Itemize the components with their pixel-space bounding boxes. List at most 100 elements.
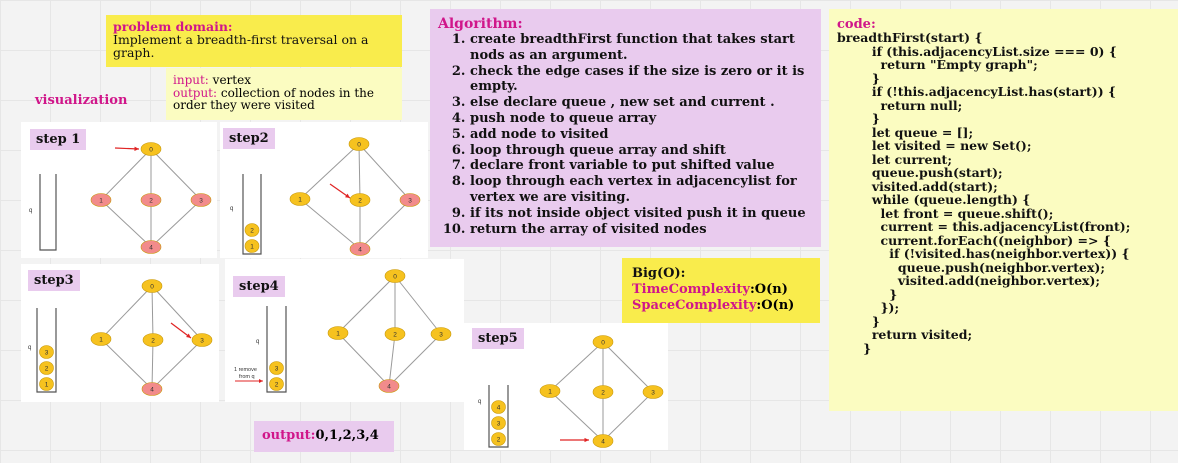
graph-edge-0-3 <box>151 285 203 341</box>
graph-node-1: 1 <box>539 384 561 398</box>
output-result-note: output:0,1,2,3,4 <box>254 421 394 452</box>
graph-edge-1-4 <box>549 390 604 442</box>
queue-item-label: 2 <box>497 436 501 443</box>
current-node-arrow <box>114 146 140 151</box>
queue-item: 4 <box>491 400 506 414</box>
algorithm-step: else declare queue , new set and current… <box>470 95 813 111</box>
algorithm-title: Algorithm: <box>438 16 523 32</box>
queue-item-label: 1 <box>250 243 254 250</box>
queue-item-label: 1 <box>45 381 49 388</box>
graph-node-label: 0 <box>357 142 361 149</box>
queue-item: 1 <box>39 377 54 391</box>
graph-node-3: 3 <box>191 333 213 347</box>
queue-item-label: 2 <box>250 227 254 234</box>
step-1-label: step 1 <box>30 129 87 150</box>
current-node-arrow <box>560 437 589 443</box>
queue-label: q <box>29 208 32 214</box>
graph-node-4: 4 <box>140 240 162 254</box>
graph-node-2: 2 <box>384 327 406 341</box>
queue-item: 2 <box>244 223 260 237</box>
graph-node-3: 3 <box>430 327 452 341</box>
graph-node-label: 4 <box>387 384 391 391</box>
code-line: let current; <box>837 151 952 167</box>
graph-node-label: 4 <box>358 247 362 254</box>
graph-node-4: 4 <box>378 379 400 393</box>
problem-domain-text: Implement a breadth-first traversal on a… <box>113 32 369 60</box>
code-line: visited.add(start); <box>837 178 998 194</box>
graph-edge-2-4 <box>151 339 154 390</box>
graph-edge-2-4 <box>388 333 396 387</box>
graph-node-label: 3 <box>200 338 204 345</box>
graph-node-label: 4 <box>601 439 605 446</box>
graph-node-label: 3 <box>439 332 443 339</box>
graph-edge-0-1 <box>100 148 152 201</box>
problem-domain-note: problem domain: Implement a breadth-firs… <box>106 15 402 67</box>
code-line: let queue = []; <box>837 124 974 140</box>
code-block: breadthFirst(start) { if (this.adjacency… <box>837 31 1170 355</box>
graph-edge-3-4 <box>150 199 202 248</box>
queue-item-label: 3 <box>45 349 49 356</box>
output-result-label: output: <box>262 428 316 443</box>
queue-label: q <box>256 339 259 345</box>
graph-edge-1-4 <box>100 338 153 390</box>
step-3-label: step3 <box>28 270 80 291</box>
graph-node-label: 0 <box>601 340 605 347</box>
graph-edge-0-3 <box>358 143 411 201</box>
problem-domain-title: problem domain: <box>113 19 233 34</box>
code-line: current.forEach((neighbor) => { <box>837 232 1111 248</box>
queue-container <box>266 306 287 393</box>
code-line: if (!visited.has(neighbor.vertex)) { <box>837 246 1130 261</box>
graph-node-3: 3 <box>190 193 212 207</box>
graph-node-0: 0 <box>348 137 370 151</box>
code-line: breadthFirst(start) { <box>837 30 983 45</box>
output-label: output: <box>173 85 218 100</box>
queue-container <box>242 174 262 255</box>
algorithm-step: declare front variable to put shifted va… <box>470 158 813 174</box>
algorithm-step: return the array of visited nodes <box>470 222 813 238</box>
algorithm-step: loop through each vertex in adjacencylis… <box>470 174 813 206</box>
algorithm-step: push node to queue array <box>470 111 813 127</box>
graph-node-2: 2 <box>140 193 162 207</box>
queue-container <box>36 308 57 393</box>
graph-node-2: 2 <box>349 193 371 207</box>
queue-label: q <box>230 206 233 212</box>
graph-node-2: 2 <box>592 385 614 399</box>
code-line: current = this.adjacencyList(front); <box>837 219 1131 234</box>
graph-node-label: 1 <box>336 331 340 338</box>
step-4-label: step4 <box>233 276 285 297</box>
queue-label: q <box>478 399 481 405</box>
graph-node-label: 4 <box>150 387 154 394</box>
graph-edge-3-4 <box>602 391 654 442</box>
code-line: } <box>837 340 872 356</box>
graph-edge-3-4 <box>151 339 203 390</box>
graph-node-label: 3 <box>199 198 203 205</box>
input-label: input: <box>173 73 209 87</box>
graph-node-3: 3 <box>399 193 421 207</box>
graph-node-0: 0 <box>141 279 163 293</box>
graph-node-label: 2 <box>358 198 362 205</box>
queue-item: 2 <box>491 432 506 446</box>
time-complexity-label: TimeComplexity <box>632 282 750 297</box>
queue-item-label: 4 <box>497 404 501 411</box>
graph-node-4: 4 <box>349 242 371 256</box>
graph-edge-0-3 <box>394 275 442 335</box>
code-line: if (!this.adjacencyList.has(start)) { <box>837 84 1117 99</box>
algorithm-note: Algorithm: create breadthFirst function … <box>430 9 821 247</box>
big-o-title: Big(O): <box>632 266 686 281</box>
graph-node-label: 1 <box>99 337 103 344</box>
current-node-arrow <box>170 322 192 339</box>
code-line: return visited; <box>837 327 973 342</box>
space-complexity-label: SpaceComplexity <box>632 298 757 313</box>
code-line: if (this.adjacencyList.size === 0) { <box>837 43 1117 59</box>
algorithm-step: add node to visited <box>470 127 813 143</box>
graph-node-label: 1 <box>298 197 302 204</box>
graph-node-label: 2 <box>393 332 397 339</box>
graph-node-label: 1 <box>548 389 552 396</box>
code-line: queue.push(start); <box>837 165 1003 180</box>
queue-note: 1 remove <box>234 367 257 373</box>
